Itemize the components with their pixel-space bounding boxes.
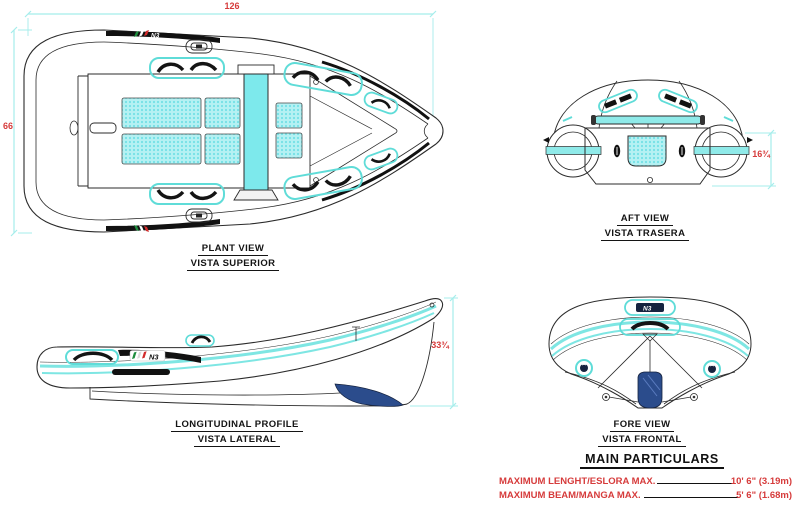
profile-view-title: LONGITUDINAL PROFILE — [171, 419, 303, 432]
brand-logo-text-fore: N3 — [643, 306, 652, 313]
aft-view-subtitle: VISTA TRASERA — [600, 228, 690, 241]
particular-value-beam: 5' 6" (1.68m) — [736, 490, 792, 501]
particular-leader-line — [644, 497, 738, 498]
dim-aft-height: 16¾ — [752, 149, 770, 159]
main-particulars-title: MAIN PARTICULARS — [580, 452, 724, 469]
particular-value-length: 10' 6" (3.19m) — [730, 476, 792, 487]
profile-view-caption: LONGITUDINAL PROFILE VISTA LATERAL — [132, 419, 342, 447]
aft-dimension-lines — [712, 129, 776, 190]
particular-leader-line — [657, 483, 734, 484]
aft-seat-bar — [593, 115, 703, 125]
aft-view-title: AFT VIEW — [616, 213, 674, 226]
brand-logo-profile: N3 — [129, 350, 166, 362]
transom-handle — [89, 122, 117, 134]
plant-dimension-lines — [10, 10, 437, 237]
profile-view-subtitle: VISTA LATERAL — [193, 434, 281, 447]
thwart-seat — [233, 64, 279, 201]
grab-handles — [149, 57, 399, 205]
profile-view-drawing: N3 — [36, 294, 458, 410]
dim-profile-height: 33¾ — [431, 340, 449, 350]
fore-fitting-right — [703, 360, 721, 378]
aft-dome-outline — [552, 79, 744, 141]
profile-grab-handle — [65, 349, 119, 365]
brand-badge-fore: N3 — [624, 299, 676, 316]
profile-dimension-lines — [410, 294, 458, 410]
fore-view-caption: FORE VIEW VISTA FRONTAL — [542, 419, 742, 447]
cleat-fittings — [185, 39, 213, 223]
fore-view-subtitle: VISTA FRONTAL — [598, 434, 686, 447]
aft-view-drawing — [543, 79, 776, 190]
main-particulars-title-wrap: MAIN PARTICULARS — [572, 452, 732, 469]
deck-panels — [121, 97, 303, 165]
fore-fitting-left — [575, 359, 593, 377]
plant-view-caption: PLANT VIEW VISTA SUPERIOR — [133, 243, 333, 271]
particular-label-beam: MAXIMUM BEAM/MANGA MAX. — [499, 490, 641, 501]
fore-view-drawing: N3 — [548, 296, 752, 409]
plant-strake-bottom — [106, 219, 220, 231]
profile-tube-outline — [36, 297, 444, 389]
aft-seat-pad — [627, 135, 667, 167]
plant-strake-top — [106, 31, 220, 43]
plant-view-subtitle: VISTA SUPERIOR — [186, 258, 280, 271]
aft-view-caption: AFT VIEW VISTA TRASERA — [545, 213, 745, 241]
brand-logo-text: N3 — [151, 33, 160, 40]
dim-overall-length: 126 — [224, 1, 240, 11]
brand-logo-text-profile: N3 — [149, 353, 159, 362]
fore-view-title: FORE VIEW — [609, 419, 675, 432]
fore-keel — [637, 371, 663, 409]
aft-vent-right — [658, 88, 698, 114]
plant-view-title: PLANT VIEW — [197, 243, 269, 256]
aft-vent-left — [598, 88, 638, 114]
particular-label-length: MAXIMUM LENGHT/ESLORA MAX. — [499, 476, 656, 487]
plant-hull-outline — [23, 29, 444, 233]
brand-logo-plant: N3 — [134, 30, 160, 232]
dim-overall-beam: 66 — [2, 121, 13, 131]
profile-keel-skeg — [334, 383, 404, 407]
plant-view-drawing: N3 — [10, 10, 444, 237]
